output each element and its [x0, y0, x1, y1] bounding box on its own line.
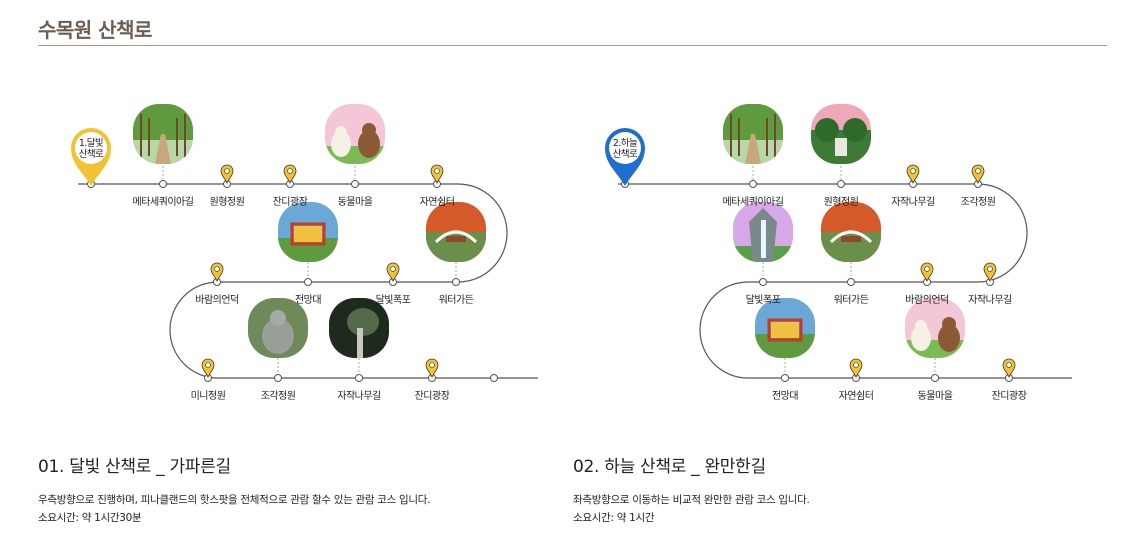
photo-moonlight-falls[interactable]	[733, 202, 793, 262]
start-label-line2: 산책로	[78, 149, 104, 160]
stop-label: 자연쉼터	[838, 391, 874, 402]
stop-label: 원형정원	[209, 197, 245, 208]
photo-observatory[interactable]	[278, 202, 338, 262]
stop-label: 워터가든	[438, 295, 474, 306]
stop-label: 잔디광장	[991, 391, 1027, 402]
pin-icon	[971, 164, 985, 184]
stop-label: 전망대	[294, 295, 322, 306]
pin-icon	[283, 164, 297, 184]
stop-label: 동물마을	[917, 391, 953, 402]
start-label-line2: 산책로	[612, 149, 638, 160]
stop-label: 동물마을	[337, 197, 373, 208]
stop-label: 메타세쿼이아길	[722, 197, 784, 208]
route-1-heading: 01. 달빛 산책로 _ 가파른길	[38, 457, 231, 477]
stop-label: 자작나무길	[968, 295, 1012, 306]
start-label-line1: 2.하늘	[612, 138, 638, 149]
pin-icon	[1002, 358, 1016, 378]
stop-label: 잔디광장	[272, 197, 308, 208]
stop-label: 미니정원	[190, 391, 226, 402]
start-label-line1: 1.달빛	[78, 138, 104, 149]
pin-icon	[983, 262, 997, 282]
route-path-1	[78, 162, 538, 382]
pin-icon	[201, 358, 215, 378]
route-2-description: 좌측방향으로 이동하는 비교적 완만한 관람 코스 입니다.	[573, 494, 810, 506]
stop-label: 자작나무길	[891, 197, 935, 208]
route-2-duration: 소요시간: 약 1시간	[573, 512, 655, 524]
stop-label: 메타세쿼이아길	[132, 197, 194, 208]
photo-sculpture-garden[interactable]	[248, 298, 308, 358]
pin-icon	[425, 358, 439, 378]
route-2-heading: 02. 하늘 산책로 _ 완만한길	[573, 457, 766, 477]
pin-icon	[849, 358, 863, 378]
stop-label: 조각정원	[260, 391, 296, 402]
photo-birch-road[interactable]	[329, 298, 389, 358]
stop-label: 바람의언덕	[905, 295, 949, 306]
stop-label: 전망대	[771, 391, 799, 402]
pin-icon	[920, 262, 934, 282]
pin-icon	[906, 164, 920, 184]
stop-label: 달빛폭포	[745, 295, 781, 306]
photo-metasequoia-road[interactable]	[133, 104, 193, 164]
photo-observatory[interactable]	[755, 298, 815, 358]
stop-label: 조각정원	[960, 197, 996, 208]
page-title: 수목원 산책로	[38, 18, 152, 42]
stop-label: 자작나무길	[337, 391, 381, 402]
stop-label: 워터가든	[833, 295, 869, 306]
title-divider	[38, 45, 1107, 46]
photo-metasequoia-road[interactable]	[723, 104, 783, 164]
photo-circle-garden[interactable]	[811, 104, 871, 164]
photo-water-garden[interactable]	[426, 202, 486, 262]
photo-animal-village[interactable]	[325, 104, 385, 164]
pin-icon	[430, 164, 444, 184]
route-1-description: 우측방향으로 진행하며, 피나클랜드의 핫스팟을 전체적으로 관람 할수 있는 …	[38, 494, 431, 506]
pin-icon	[220, 164, 234, 184]
photo-water-garden[interactable]	[821, 202, 881, 262]
pin-icon	[386, 262, 400, 282]
pin-icon	[210, 262, 224, 282]
stop-label: 자연쉼터	[419, 197, 455, 208]
stop-label: 달빛폭포	[375, 295, 411, 306]
stop-label: 바람의언덕	[195, 295, 239, 306]
photo-animal-village[interactable]	[905, 298, 965, 358]
stop-label: 잔디광장	[414, 391, 450, 402]
route-1-duration: 소요시간: 약 1시간30분	[38, 512, 142, 524]
stop-label: 원형정원	[823, 197, 859, 208]
